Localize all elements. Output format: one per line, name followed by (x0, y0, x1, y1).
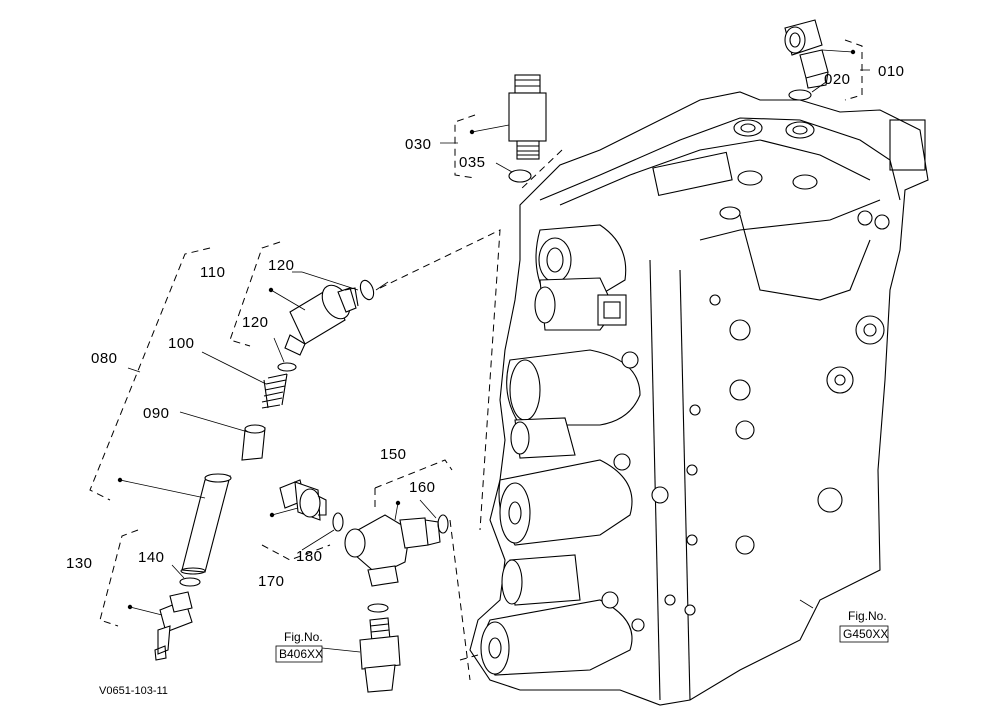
label-170: 170 (258, 573, 285, 590)
label-100: 100 (168, 335, 195, 352)
leader-080 (127, 367, 141, 373)
o-ring-120-lower (273, 337, 297, 372)
group-bracket-030 (454, 114, 476, 179)
label-140: 140 (138, 549, 165, 566)
drawing-code: V0651-103-11 (99, 685, 168, 697)
label-180: 180 (296, 548, 323, 565)
fig-ref-right-line2: G450XX (843, 627, 888, 641)
o-ring-035 (495, 162, 532, 183)
fig-ref-left-line1: Fig.No. (284, 630, 323, 644)
group-bracket-080 (89, 247, 211, 501)
fig-ref-left-box (275, 645, 323, 663)
o-ring-160 (419, 499, 449, 534)
group-bracket-110 (229, 241, 281, 347)
pressure-sensor (359, 617, 401, 693)
label-110: 110 (200, 264, 225, 281)
spacer-090 (179, 411, 266, 461)
fig-ref-left-line2: B406XX (279, 647, 323, 661)
group-bracket-150 (374, 459, 453, 510)
spool-cap-1 (535, 224, 627, 296)
assembly-line-3 (459, 654, 479, 661)
group-bracket-170 (261, 544, 331, 561)
fitting-170 (269, 479, 327, 521)
label-010: 010 (878, 63, 905, 80)
control-valve-body (469, 91, 929, 706)
angled-fitting-110 (268, 284, 359, 356)
spool-cap-2 (506, 349, 641, 426)
leader-ref-right (799, 599, 814, 609)
label-130: 130 (66, 555, 93, 572)
label-080: 080 (91, 350, 118, 367)
o-ring-lower-tee (367, 603, 389, 613)
label-020: 020 (824, 71, 851, 88)
plug-130 (127, 591, 193, 661)
o-ring-020 (788, 81, 827, 101)
label-030: 030 (405, 136, 432, 153)
assembly-line-4 (519, 149, 563, 191)
solenoid-valve (534, 277, 627, 331)
elbow-fitting-010 (784, 19, 856, 89)
o-ring-180 (301, 512, 344, 551)
label-120-upper: 120 (268, 257, 295, 274)
fitting-030 (469, 74, 547, 160)
leader-120-valve (375, 281, 389, 291)
spool-cap-3 (510, 417, 576, 459)
spool-cap-5 (501, 554, 581, 606)
leader-ref-left (321, 647, 361, 653)
tee-fitting-150 (344, 500, 441, 587)
label-090: 090 (143, 405, 170, 422)
group-bracket-010 (844, 39, 863, 101)
group-bracket-130 (99, 529, 139, 627)
assembly-line-1 (379, 229, 501, 531)
label-035: 035 (459, 154, 486, 171)
spool-cap-4 (498, 459, 633, 546)
o-ring-140 (171, 564, 201, 587)
tube-080 (117, 473, 232, 575)
label-150: 150 (380, 446, 407, 463)
label-160: 160 (409, 479, 436, 496)
spool-cap-6 (480, 599, 633, 676)
label-120-lower: 120 (242, 314, 269, 331)
fig-ref-right-box (839, 625, 889, 643)
o-ring-120-upper (301, 271, 375, 301)
assembly-line-2 (449, 519, 471, 681)
fig-ref-right-line1: Fig.No. (848, 609, 887, 623)
spring-100 (201, 351, 288, 409)
